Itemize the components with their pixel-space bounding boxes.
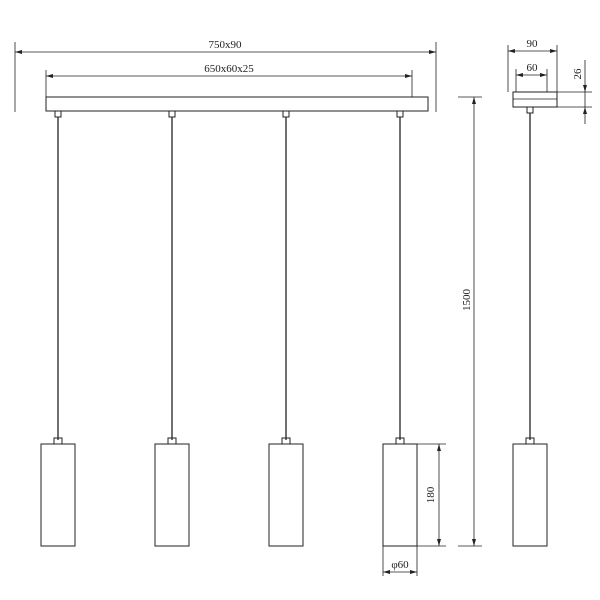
dim-side-height: 26 bbox=[557, 60, 592, 124]
dim-canopy: 650x60x25 bbox=[45, 63, 413, 97]
label-drop-length: 1500 bbox=[461, 289, 473, 312]
label-shade-height: 180 bbox=[425, 486, 437, 503]
side-view bbox=[512, 91, 558, 547]
dim-drop-length: 1500 bbox=[458, 96, 482, 547]
pendant-shade bbox=[40, 443, 76, 547]
pendant-4 bbox=[382, 110, 418, 547]
label-side-inner: 60 bbox=[527, 62, 539, 74]
label-side-width: 90 bbox=[527, 38, 539, 50]
dim-shade-diameter: φ60 bbox=[382, 546, 418, 576]
dim-shade-height: 180 bbox=[417, 443, 446, 547]
pendant-shade bbox=[382, 443, 418, 547]
dim-side-inner: 60 bbox=[515, 62, 548, 92]
label-total-width: 750x90 bbox=[209, 39, 243, 51]
pendant-1 bbox=[40, 110, 76, 547]
pendant-shade bbox=[154, 443, 190, 547]
pendant-shade-side bbox=[512, 443, 548, 547]
canopy-side bbox=[512, 91, 558, 108]
pendant-3 bbox=[268, 110, 304, 547]
canopy-front-view bbox=[45, 96, 429, 112]
dim-side-width: 90 bbox=[507, 38, 558, 92]
pendant-shade bbox=[268, 443, 304, 547]
canopy-plate bbox=[45, 96, 429, 112]
dim-total-width: 750x90 bbox=[14, 39, 437, 112]
label-shade-diameter: φ60 bbox=[391, 559, 409, 571]
label-canopy-size: 650x60x25 bbox=[204, 63, 254, 75]
label-side-height: 26 bbox=[572, 68, 584, 80]
pendant-2 bbox=[154, 110, 190, 547]
